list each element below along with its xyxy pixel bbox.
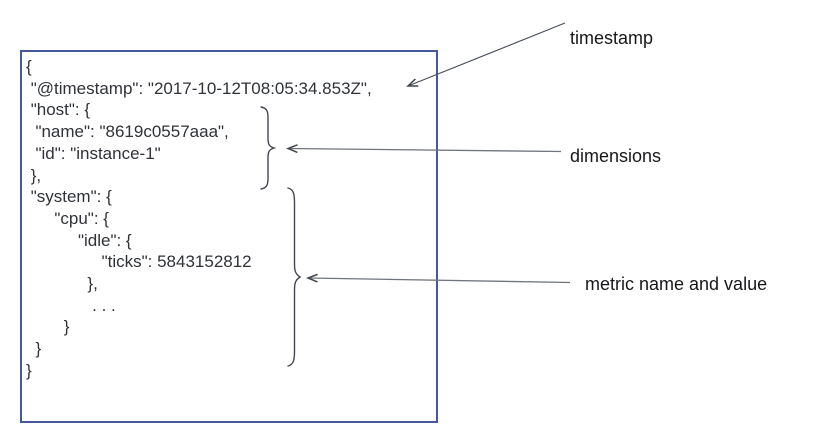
json-code: { "@timestamp": "2017-10-12T08:05:34.853… bbox=[26, 57, 372, 380]
timestamp-label: timestamp bbox=[570, 28, 654, 48]
metric-name-and-value-label: metric name and value bbox=[585, 274, 768, 294]
json-document-box bbox=[20, 50, 438, 423]
dimensions-label: dimensions bbox=[570, 146, 662, 166]
